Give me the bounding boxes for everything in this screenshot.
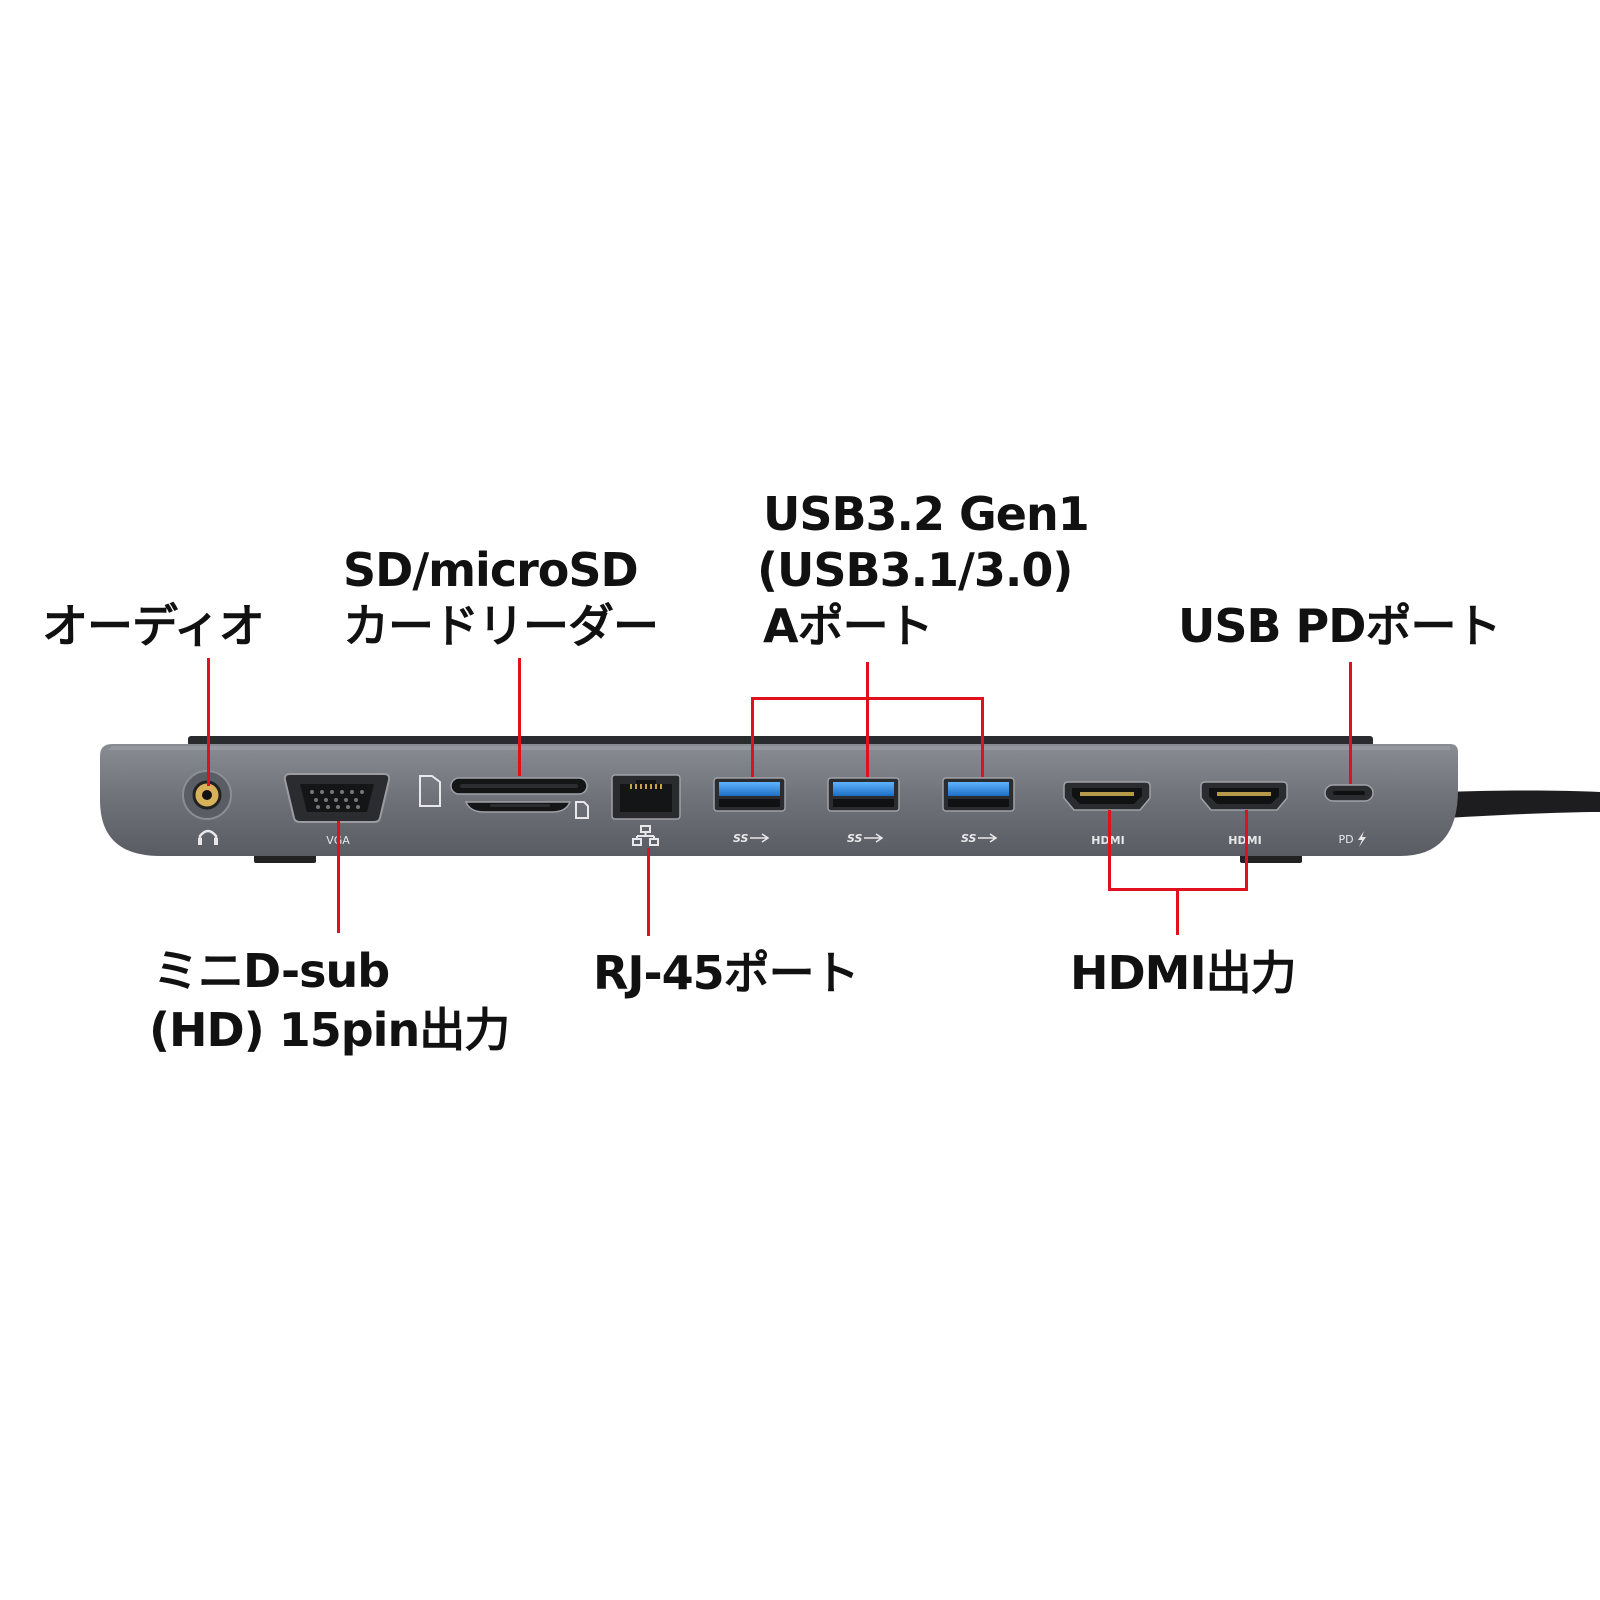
label-pd: USB PDポート <box>1178 599 1501 653</box>
callout-line-vga <box>337 821 340 933</box>
headphone-icon <box>198 829 218 845</box>
sd-card-slot <box>450 777 588 795</box>
hdmi-port-2 <box>1200 781 1288 811</box>
callout-line-usb-2 <box>866 697 869 777</box>
label-usb-line1: USB3.2 Gen1 <box>763 487 1090 541</box>
callout-line-usb-stem <box>866 662 869 698</box>
callout-line-hdmi-stem <box>1176 888 1179 935</box>
label-vga-line1: ミニD-sub <box>153 944 390 998</box>
callout-line-usb-3 <box>981 697 984 777</box>
callout-line-hdmi-1 <box>1108 810 1111 891</box>
label-usb-line2: (USB3.1/3.0) <box>757 543 1073 597</box>
microsd-card-slot <box>464 801 572 813</box>
callout-line-rj45 <box>647 848 650 936</box>
ss-usb-icon: SS SS SS <box>733 832 998 845</box>
sd-card-icon <box>419 775 441 807</box>
label-rj45: RJ-45ポート <box>593 946 860 1000</box>
usb-a-port-2 <box>827 777 900 812</box>
lightning-icon <box>1358 831 1366 847</box>
vga-port <box>283 773 391 823</box>
ss-mark-1: SS <box>733 832 749 845</box>
usb-c-cable <box>1445 790 1600 818</box>
hdmi-port-1 <box>1063 781 1151 811</box>
callout-line-pd <box>1349 662 1352 784</box>
label-hdmi: HDMI出力 <box>1070 946 1297 1000</box>
callout-line-usb-1 <box>751 697 754 777</box>
label-sd-line2: カードリーダー <box>343 599 659 653</box>
callout-line-audio <box>207 658 210 786</box>
pd-mark: PD <box>1338 833 1353 846</box>
rj45-port <box>611 774 681 820</box>
audio-jack <box>182 770 232 820</box>
ss-mark-2: SS <box>847 832 863 845</box>
microsd-card-icon <box>575 801 589 819</box>
label-audio: オーディオ <box>42 599 265 653</box>
label-usb-line3: Aポート <box>763 599 934 653</box>
dock-top-edge <box>188 736 1373 746</box>
dock-body-highlight <box>108 746 1450 750</box>
label-vga-line2: (HD) 15pin出力 <box>149 1003 510 1057</box>
callout-line-sd <box>518 658 521 776</box>
callout-line-hdmi-2 <box>1245 810 1248 891</box>
ss-mark-3: SS <box>961 832 977 845</box>
label-sd-line1: SD/microSD <box>343 543 639 597</box>
usb-c-pd-port <box>1324 784 1374 802</box>
usb-a-port-1 <box>713 777 786 812</box>
network-icon <box>632 825 659 846</box>
usb-a-port-3 <box>942 777 1015 812</box>
